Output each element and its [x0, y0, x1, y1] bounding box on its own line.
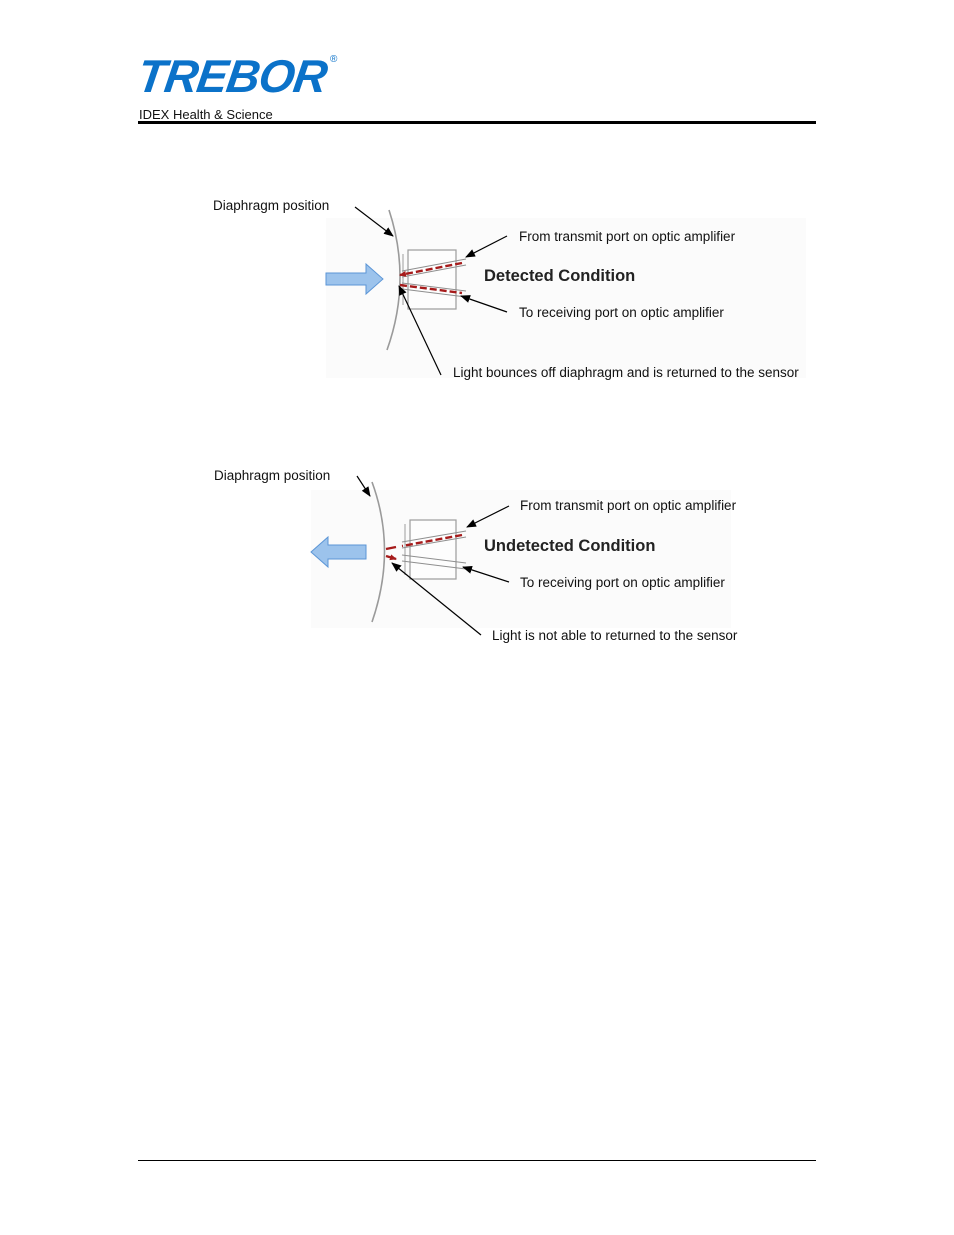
undetected-condition-title: Undetected Condition — [484, 537, 656, 555]
undetected-diagram — [310, 475, 731, 636]
trebor-logo: TREBOR ® — [134, 50, 348, 102]
transmit-port-label: From transmit port on optic amplifier — [519, 229, 736, 244]
diaphragm-curve — [371, 481, 386, 623]
company-tagline: IDEX Health & Science — [139, 107, 273, 122]
diaphragm-curve — [386, 209, 401, 351]
detected-diagram — [325, 206, 806, 378]
diaphragm-position-label: Diaphragm position — [214, 468, 331, 483]
diaphragm-position-label: Diaphragm position — [213, 198, 330, 213]
diagram-background — [326, 218, 806, 378]
transmit-port-label: From transmit port on optic amplifier — [520, 498, 737, 513]
receiving-port-label: To receiving port on optic amplifier — [520, 575, 725, 590]
header-rule — [138, 121, 816, 124]
footer-rule — [138, 1160, 816, 1161]
detected-condition-title: Detected Condition — [484, 267, 636, 285]
receiving-port-label: To receiving port on optic amplifier — [519, 305, 724, 320]
undetected-note-label: Light is not able to returned to the sen… — [492, 628, 738, 643]
transmit-beam — [399, 261, 463, 277]
return-beam — [399, 283, 463, 295]
right-arrow-icon — [325, 262, 384, 296]
left-arrow-icon — [310, 535, 367, 569]
transmit-beam — [401, 533, 463, 548]
sensor-housing — [407, 249, 457, 310]
detected-note-label: Light bounces off diaphragm and is retur… — [453, 365, 799, 380]
registered-mark: ® — [330, 54, 338, 65]
sensor-housing — [409, 519, 457, 580]
